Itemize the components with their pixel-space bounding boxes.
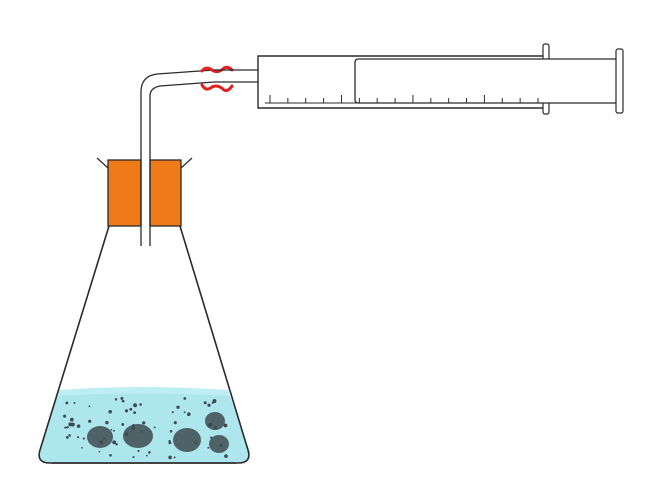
particle-speck [68,422,73,427]
particle-speck [77,436,80,439]
particle-speck [124,409,129,413]
particle-speck [82,437,85,440]
solid-lump [209,435,229,453]
connector-tube [214,69,258,83]
particle-speck [153,426,156,429]
particle-speck [133,403,138,408]
particle-speck [124,432,129,436]
particle-speck [224,454,228,458]
particle-speck [210,436,213,439]
particle-speck [110,428,113,431]
particle-speck [173,421,177,425]
particle-speck [108,410,112,414]
particle-speck [68,434,71,437]
clamp-lower-jaw [200,83,234,92]
particle-speck [120,396,124,400]
particle-speck [76,424,81,428]
particle-speck [69,417,74,422]
particle-speck [65,436,69,439]
particle-speck [133,411,137,415]
tube-clamp [200,65,234,92]
particle-speck [176,405,180,409]
tube-inner-wall [149,81,215,246]
particle-speck [183,397,187,400]
delivery-tube [140,69,215,246]
particle-speck [88,405,91,408]
solid-lump [123,424,153,448]
particle-speck [65,401,69,405]
stopper-ear-left [96,157,109,169]
solid-lump [173,428,201,452]
particle-speck [168,455,172,460]
particle-speck [208,422,213,427]
stopper-left-half [107,159,142,227]
erlenmeyer-flask [38,225,250,464]
particle-speck [112,440,117,445]
tube-outer-wall [140,69,215,246]
stopper-ear-right [180,157,193,169]
particle-speck [113,429,115,432]
stopper-right-half [149,159,182,227]
solution-surface [56,387,230,396]
particle-speck [114,398,118,401]
particle-speck [103,437,106,440]
gas-syringe [257,43,624,115]
particle-speck [168,439,171,443]
particle-speck [168,441,172,445]
particle-speck [183,411,186,414]
particle-speck [173,456,176,459]
particle-speck [207,446,210,449]
particle-speck [105,420,109,425]
particle-speck [132,456,135,459]
syringe-plunger [354,58,619,104]
syringe-scale-ticks [269,95,539,103]
particle-speck [145,454,148,457]
particle-speck [98,450,101,453]
particle-speck [115,443,118,446]
rubber-stopper [96,157,193,227]
particle-speck [88,419,92,423]
particle-speckles [63,396,228,460]
particle-speck [213,426,218,430]
particle-speck [203,401,207,405]
solid-lump [87,426,113,448]
particle-speck [169,430,173,433]
particle-speck [131,425,136,430]
particle-speck [211,401,214,404]
particle-speck [137,449,140,453]
particle-speck [186,412,191,417]
particle-speck [99,440,104,445]
particle-speck [121,422,125,426]
particle-speck [81,446,83,449]
particle-speck [142,421,146,425]
clamp-upper-jaw [200,65,234,74]
particle-speck [73,401,76,405]
connector-walls [214,69,258,83]
solid-pieces [87,412,229,453]
particle-speck [132,423,135,427]
particle-speck [63,414,67,418]
particle-speck [129,407,133,411]
particle-speck [121,399,125,403]
particle-speck [219,443,223,447]
plunger-handle [615,48,624,114]
particle-speck [223,423,228,428]
particle-speck [140,430,143,433]
particle-speck [194,441,198,445]
particle-speck [171,411,174,414]
particle-speck [212,399,217,403]
particle-speck [148,451,151,454]
particle-speck [64,426,67,429]
particle-speck [66,426,69,429]
particle-speck [207,403,211,407]
particle-speck [109,453,112,457]
particle-speck [139,403,142,406]
